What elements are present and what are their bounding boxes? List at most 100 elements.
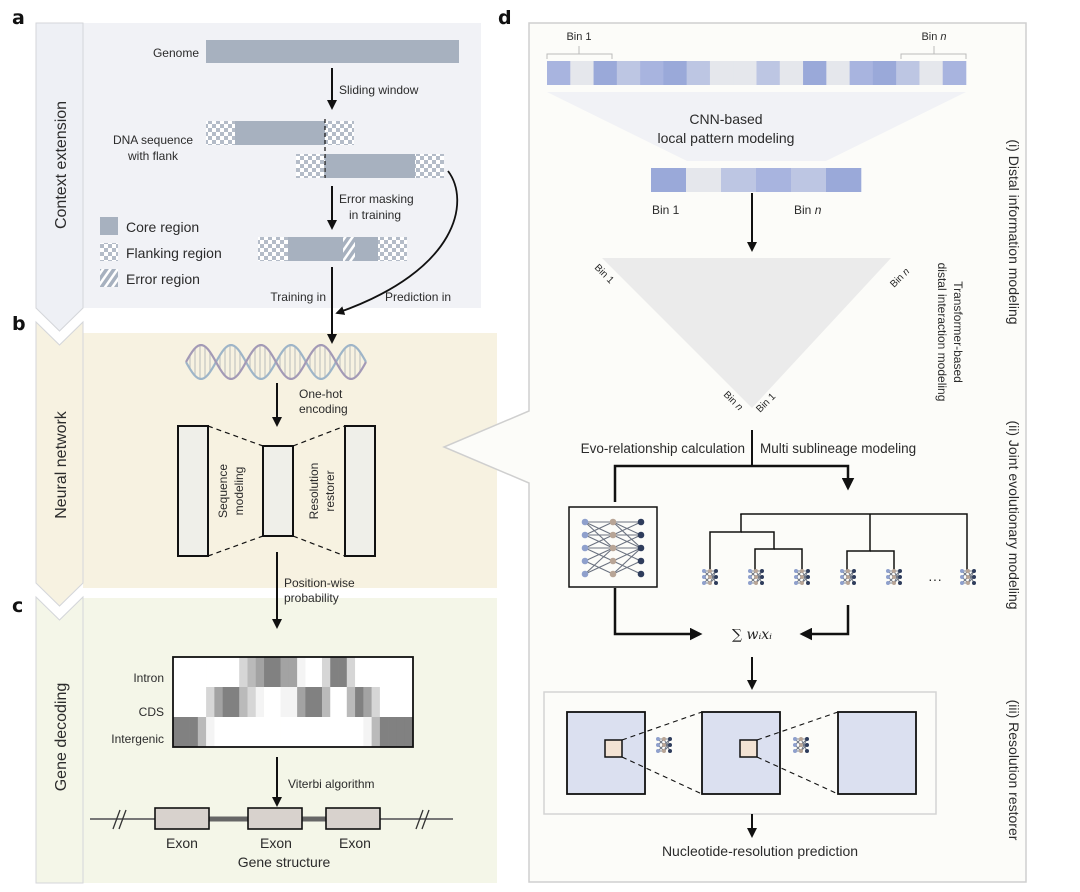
one-hot-label-1: One-hot (299, 387, 343, 401)
input-bar-cell (826, 61, 850, 85)
net-edge (612, 534, 642, 549)
heatmap-cell (173, 717, 182, 747)
heatmap-cell (230, 717, 240, 747)
heatmap-cell (404, 687, 414, 717)
position-wise-label-2: probability (284, 591, 339, 605)
net-node (581, 518, 589, 526)
resolution-restorer-label-1: Resolution (307, 463, 321, 520)
heatmap-cell (297, 687, 306, 717)
resolution-restorer-label-2: restorer (323, 470, 337, 511)
input-bar-cell (709, 61, 734, 85)
heatmap-cell (346, 717, 356, 747)
cnn-trapezoid (547, 92, 966, 161)
net-edge (584, 521, 614, 536)
side-label-b: Neural network (53, 410, 70, 519)
heatmap-cell (338, 657, 348, 687)
net-node (609, 557, 617, 565)
heatmap-cell (197, 657, 207, 687)
input-bar-cell (593, 61, 618, 85)
heatmap-cell (214, 687, 223, 717)
heatmap-cell (255, 717, 265, 747)
heatmap-cell (371, 687, 381, 717)
input-bar-cell (547, 61, 571, 85)
side-tab-c (35, 595, 84, 884)
heatmap-cell (255, 687, 265, 717)
heatmap-cell (189, 657, 199, 687)
evo-merge-arrow (613, 588, 703, 641)
sublineage-merge-arrow (799, 605, 850, 641)
section-label-joint: (ii) Joint evolutionary modeling (1006, 420, 1022, 609)
heatmap-cell (272, 717, 281, 747)
heatmap-cell (338, 717, 348, 747)
zoom-dashed-lines (621, 711, 839, 795)
heatmap-cell (189, 717, 199, 747)
heatmap-cell (264, 717, 273, 747)
heatmap-cell (305, 717, 314, 747)
heatmap-border (172, 656, 414, 748)
genome-label: Genome (153, 46, 199, 60)
heatmap-cell (222, 657, 232, 687)
window2-flank-left (296, 154, 325, 178)
nucleotide-prediction-label: Nucleotide-resolution prediction (662, 843, 858, 859)
input-sequence-bar (547, 61, 967, 85)
heatmap-cell (247, 687, 257, 717)
heatmap-cell (388, 657, 397, 687)
heatmap-cell (313, 687, 323, 717)
heatmap-cell (404, 657, 414, 687)
split-branch-line (613, 464, 855, 502)
evo-neural-network-icon (581, 518, 645, 578)
heatmap-cell (363, 687, 372, 717)
binned-bar-cell (756, 168, 792, 192)
panel-letter-d: d (498, 7, 512, 29)
heatmap-cell (404, 717, 414, 747)
input-bin1-bracket (546, 46, 613, 59)
heatmap-cell (305, 657, 314, 687)
masked-flank-right (378, 237, 407, 261)
heatmap-cell (247, 717, 257, 747)
heatmap-cell (197, 687, 207, 717)
window2-core (325, 154, 415, 178)
heatmap-cell (247, 657, 257, 687)
sublineage-network-icon-n (959, 568, 977, 586)
prediction-in-arrow (335, 170, 459, 315)
heatmap-cell (321, 717, 331, 747)
binned-binn-italic: n (815, 203, 822, 217)
net-node (637, 544, 645, 552)
heatmap-cell (181, 657, 190, 687)
heatmap-cell (288, 717, 298, 747)
net-node (609, 531, 617, 539)
section-label-distal: (i) Distal information modeling (1006, 139, 1022, 324)
panel-letter-a: a (12, 7, 25, 29)
heatmap-cell (396, 657, 406, 687)
input-bar-cell (872, 61, 897, 85)
masked-flank-left (258, 237, 288, 261)
weighted-sum-formula: ∑ wᵢxᵢ (732, 627, 772, 643)
sequence-modeling-label-1: Sequence (216, 464, 230, 518)
gene-structure-label: Gene structure (238, 854, 331, 870)
net-edge (612, 521, 642, 536)
heatmap-cell (297, 657, 306, 687)
training-in-label: Training in (270, 290, 326, 304)
net-edge (584, 547, 614, 575)
net-node (609, 570, 617, 578)
transformer-label-1: Transformer-based (951, 281, 965, 383)
heatmap-cell (272, 687, 281, 717)
side-label-c: Gene decoding (53, 683, 70, 792)
heatmap-cell (214, 657, 223, 687)
exon-box-1 (154, 807, 210, 830)
legend-error-label: Error region (126, 271, 200, 287)
position-wise-label-1: Position-wise (284, 576, 355, 590)
viterbi-label: Viterbi algorithm (288, 777, 374, 791)
input-bar-cell (942, 61, 967, 85)
input-bar-cell (756, 61, 781, 85)
binned-bar-cell (791, 168, 827, 192)
heatmap-row-label-intergenic: Intergenic (111, 732, 164, 746)
input-bar-cell (663, 61, 687, 85)
input-bar-cell (686, 61, 711, 85)
binned-bin1-label: Bin 1 (652, 203, 680, 217)
side-label-a: Context extension (53, 101, 70, 229)
sublineage-ellipsis: ··· (928, 571, 942, 587)
binned-bar-cell (721, 168, 757, 192)
input-binn-bracket (900, 46, 967, 59)
